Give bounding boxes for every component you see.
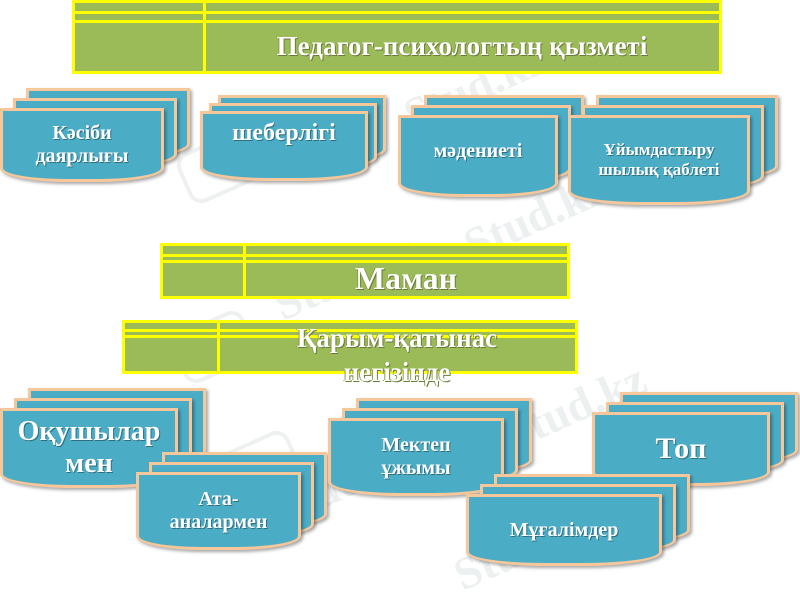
partner-card-teachers: Мұғалімдер bbox=[466, 474, 696, 568]
card-label: Ата- bbox=[198, 488, 239, 510]
card-label: даярлығы bbox=[35, 145, 129, 167]
relation-title-line: Қарым-қатынас bbox=[296, 323, 498, 353]
partner-card-school-staff: Мектеп ұжымы bbox=[328, 398, 538, 498]
specialist-title: Маман bbox=[354, 260, 458, 296]
quality-card-mastery: шеберлігі bbox=[200, 95, 390, 185]
card-label: ұжымы bbox=[381, 457, 451, 479]
quality-card-culture: мәдениеті bbox=[398, 95, 588, 200]
relation-title-line: негізінде bbox=[343, 357, 451, 387]
card-label: шылық қаблеті bbox=[598, 160, 720, 179]
card-label: мәдениеті bbox=[433, 140, 523, 162]
specialist-title-bar: Маман bbox=[160, 243, 570, 299]
card-label: Ұйымдастыру bbox=[603, 140, 715, 160]
card-label: аналармен bbox=[169, 511, 268, 533]
card-label: шеберлігі bbox=[232, 120, 336, 146]
card-label: мен bbox=[65, 448, 113, 479]
quality-card-organizational-ability: Ұйымдастыру шылық қаблеті bbox=[568, 95, 783, 207]
relation-title-bar: Қарым-қатынас негізінде bbox=[122, 320, 578, 387]
card-label: Кәсіби bbox=[52, 122, 112, 144]
card-label: Оқушылар bbox=[17, 415, 161, 447]
card-label: Мұғалімдер bbox=[509, 518, 619, 541]
partner-card-students: Оқушылар мен bbox=[0, 388, 210, 490]
partner-card-parents: Ата- аналармен bbox=[136, 452, 331, 552]
top-title: Педагог-психологтың қызметі bbox=[276, 31, 648, 61]
card-label: Топ bbox=[655, 431, 707, 465]
quality-card-professional-readiness: Кәсіби даярлығы bbox=[0, 88, 190, 184]
relation-title: Қарым-қатынас негізінде bbox=[219, 321, 575, 389]
card-label: Мектеп bbox=[381, 434, 451, 456]
top-title-bar: Педагог-психологтың қызметі bbox=[72, 0, 722, 74]
